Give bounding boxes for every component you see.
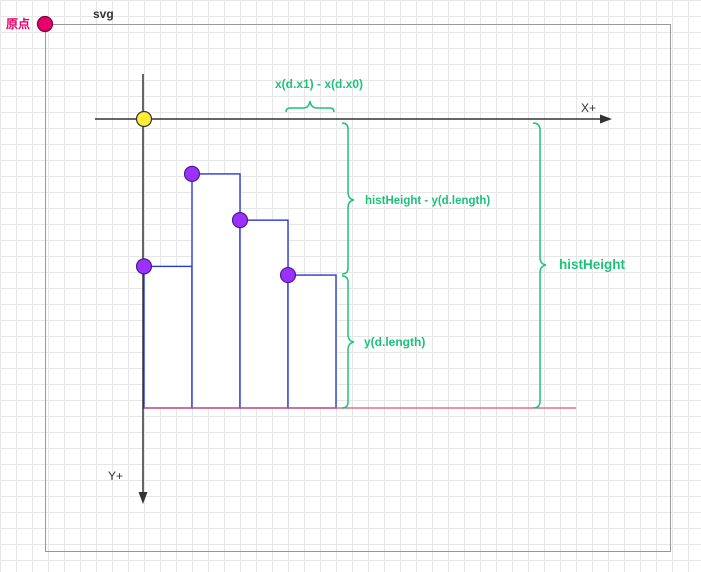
- x-axis-label: X+: [581, 101, 596, 115]
- svg-label: svg: [93, 7, 114, 21]
- histogram-bars: [143, 173, 337, 409]
- bin-width-brace: [285, 100, 335, 113]
- axis-origin-point: [135, 110, 153, 128]
- bar-top-point: [231, 212, 249, 229]
- y-axis-arrowhead: [138, 492, 148, 504]
- bar-height-label: y(d.length): [364, 335, 425, 349]
- bar-top-point: [279, 266, 297, 284]
- origin-label: 原点: [6, 16, 30, 31]
- bar-top-point: [135, 258, 153, 275]
- histogram-bar: [239, 219, 289, 409]
- bar-top-point: [183, 165, 201, 183]
- top-gap-label: histHeight - y(d.length): [365, 195, 490, 207]
- svg-container-frame: [45, 24, 671, 552]
- y-axis-label: Y+: [108, 469, 123, 483]
- top-gap-brace: [341, 122, 355, 275]
- histogram-bar: [191, 173, 241, 409]
- total-height-brace: [532, 122, 547, 409]
- x-axis-arrowhead: [600, 114, 612, 124]
- histogram-bar: [287, 274, 337, 409]
- bar-height-brace: [341, 275, 355, 409]
- bin-width-label: x(d.x1) - x(d.x0): [275, 77, 363, 91]
- histogram-bar: [143, 265, 193, 409]
- total-height-label: histHeight: [559, 257, 626, 272]
- bar-top-points: [135, 165, 297, 284]
- origin-point: [36, 15, 54, 33]
